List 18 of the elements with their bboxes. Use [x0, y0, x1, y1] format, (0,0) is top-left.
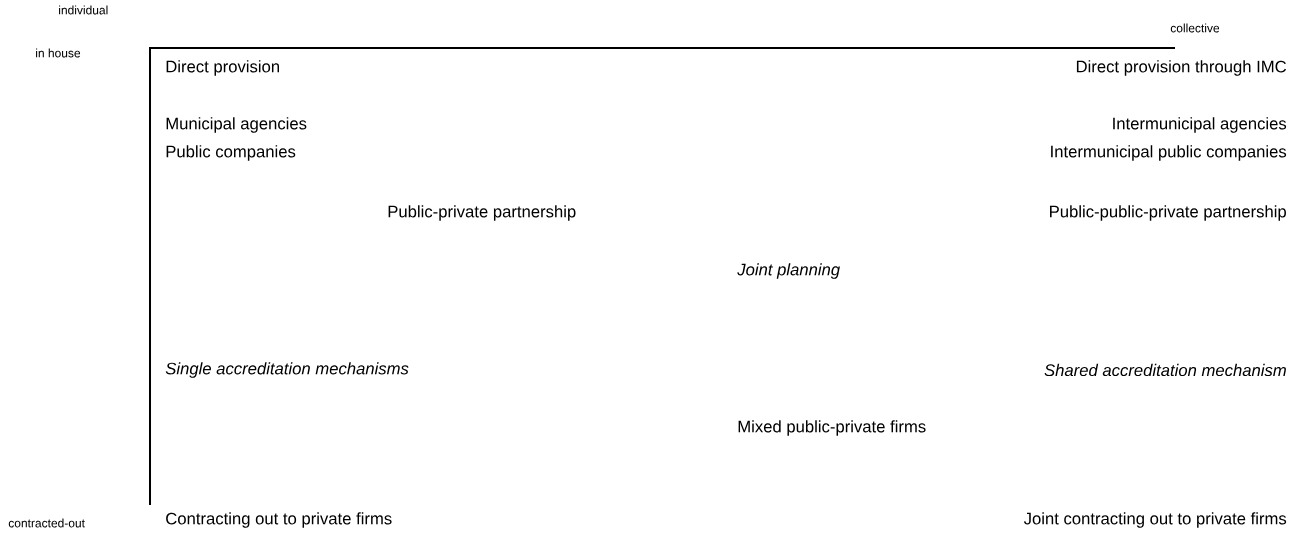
category-label: Shared accreditation mechanism — [1044, 363, 1286, 377]
category-label: Public companies — [166, 145, 296, 161]
category-label: Public-private partnership — [388, 205, 576, 221]
category-label: Joint planning — [737, 263, 840, 279]
axis-label: in house — [36, 48, 81, 58]
category-label: Intermunicipal public companies — [1051, 145, 1287, 161]
category-label: Municipal agencies — [166, 117, 307, 133]
category-label: Intermunicipal agencies — [1113, 117, 1287, 133]
axis-label: collective — [1170, 23, 1220, 33]
category-label: Direct provision through IMC — [1076, 60, 1287, 76]
category-label: Contracting out to private firms — [166, 512, 392, 528]
category-label: Direct provision — [166, 60, 279, 76]
category-label: Single accreditation mechanisms — [165, 362, 409, 378]
axis-label: contracted-out — [8, 518, 85, 528]
category-label: Mixed public-private firms — [738, 420, 926, 436]
axis-label: individual — [59, 5, 108, 15]
category-label: Public-public-private partnership — [1050, 205, 1286, 221]
category-label: Joint contracting out to private firms — [1023, 512, 1287, 528]
